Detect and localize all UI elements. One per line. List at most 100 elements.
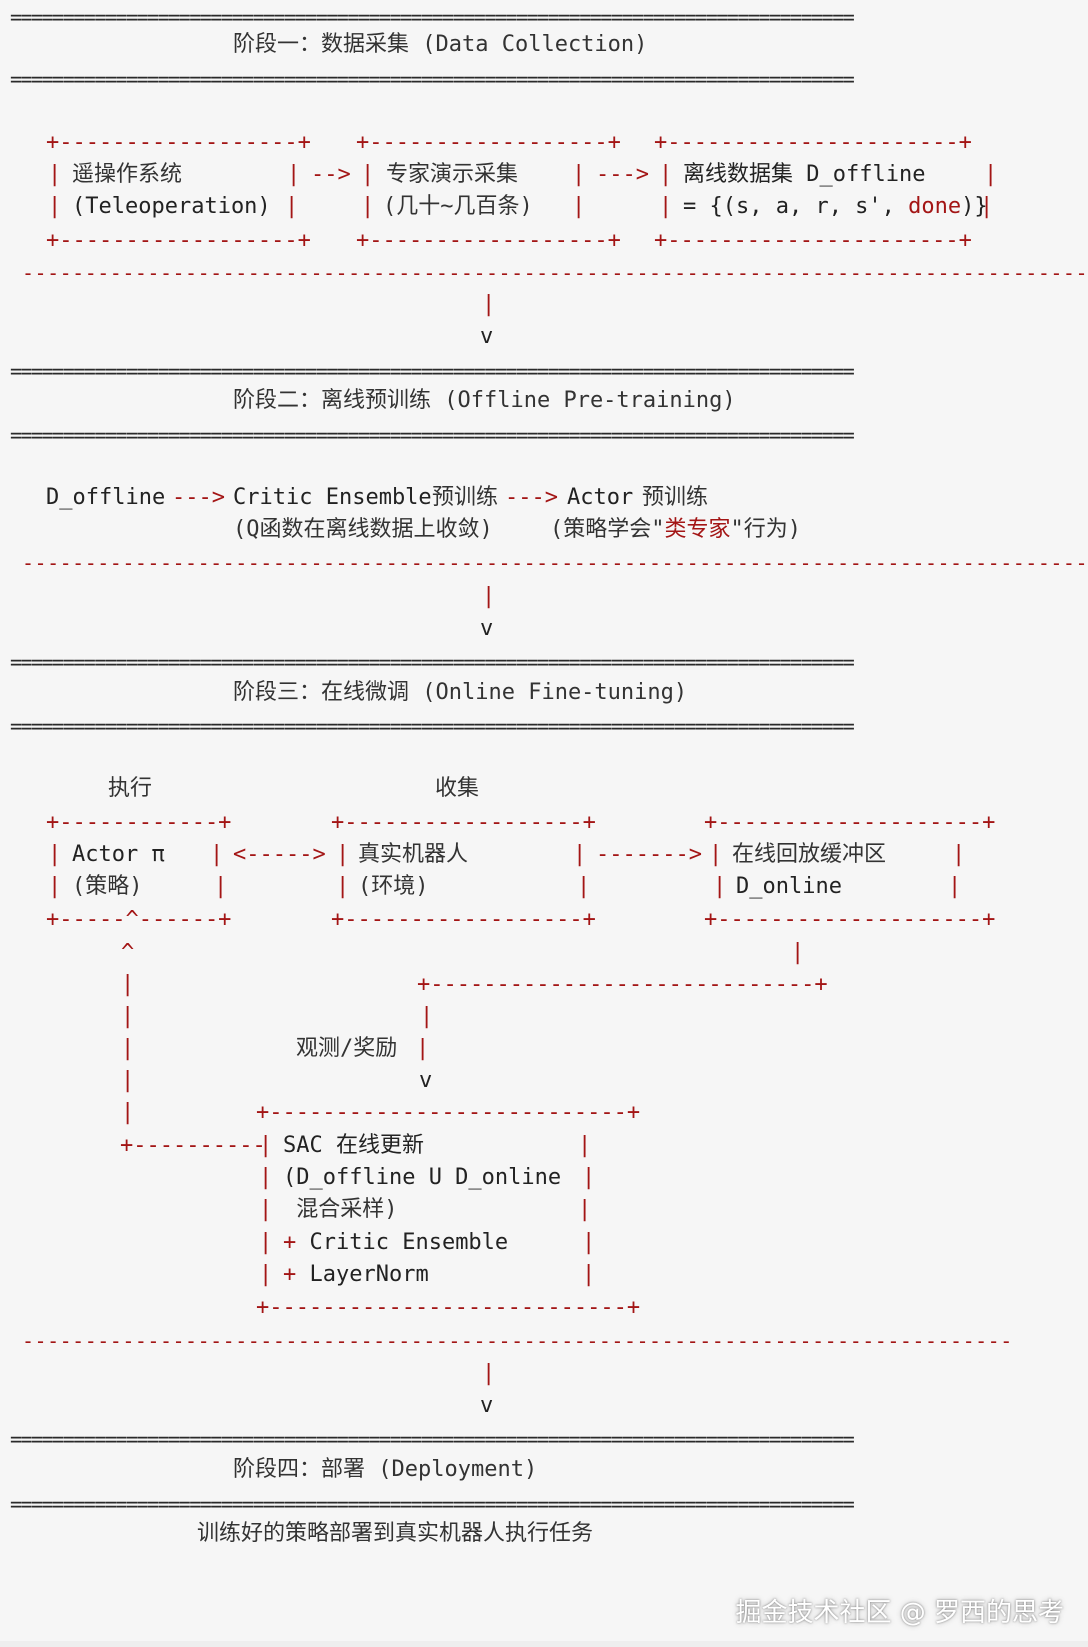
teleop-label: 遥操作系统 (72, 162, 183, 187)
replay-buffer-label: 在线回放缓冲区 (732, 842, 887, 867)
d-offline-source: D_offline (46, 485, 166, 510)
box-edge: | (572, 162, 586, 187)
arrow: ---> (596, 162, 649, 187)
box-edge: | (572, 194, 586, 219)
box-border: +------------------+ (46, 130, 311, 155)
double-rule: ========================================… (10, 423, 855, 447)
box-border: +--------------------+ (704, 907, 996, 932)
critic-ensemble-label: Critic Ensemble (233, 485, 432, 510)
sac-critic-ensemble: + Critic Ensemble (283, 1230, 509, 1255)
real-robot-sub: (环境) (358, 874, 429, 899)
connector-bar: | (121, 1004, 135, 1029)
box-edge: | (259, 1197, 273, 1222)
double-rule: ========================================… (10, 359, 855, 383)
box-border: +--------------------+ (704, 810, 996, 835)
box-edge: | (48, 194, 62, 219)
box-edge: | (659, 194, 673, 219)
box-edge: | (952, 842, 966, 867)
box-edge: | (259, 1262, 273, 1287)
box-edge: | (259, 1165, 273, 1190)
box-border: +------------+ (46, 810, 232, 835)
real-robot-label: 真实机器人 (358, 842, 469, 867)
down-arrow-bar: | (482, 292, 496, 317)
arrow: -------> (596, 842, 702, 867)
box-edge: | (984, 162, 998, 187)
bidirectional-arrow: <-----> (233, 842, 326, 867)
stage2-title: 阶段二：离线预训练 (Offline Pre-training) (233, 388, 736, 413)
box-edge: | (709, 842, 723, 867)
box-edge: | (214, 874, 228, 899)
box-border: +------------------+ (331, 907, 596, 932)
offline-dataset-tuple: = {(s, a, r, s', done)} (683, 194, 988, 219)
down-arrow-head: v (419, 1068, 433, 1093)
connector-bar: | (121, 1068, 135, 1093)
connector-bar: | (121, 1100, 135, 1125)
double-rule: ========================================… (10, 67, 855, 91)
connector-bar: | (420, 1004, 434, 1029)
box-border: +------------------+ (46, 228, 311, 253)
connector-bar: | (791, 940, 805, 965)
down-arrow-head: v (480, 1393, 494, 1418)
actor-label: Actor (567, 485, 634, 510)
dashed-rule: ----------------------------------------… (22, 1329, 1013, 1353)
box-border: +---------------------------+ (256, 1100, 641, 1125)
loop-line: +-----------------------------+ (417, 972, 828, 997)
box-border: +---------------------------+ (256, 1295, 641, 1320)
box-edge: | (285, 194, 299, 219)
box-edge: | (582, 1230, 596, 1255)
down-arrow-head: v (480, 616, 494, 641)
arrow: ---> (505, 485, 558, 510)
sac-mixed-sampling: 混合采样) (283, 1197, 398, 1222)
dashed-rule: ----------------------------------------… (22, 551, 1088, 575)
connector-bar: | (416, 1036, 430, 1061)
collect-label: 收集 (435, 776, 480, 801)
box-edge: | (573, 842, 587, 867)
stage4-title: 阶段四：部署 (Deployment) (233, 1457, 538, 1482)
actor-sub: (策略) (72, 874, 143, 899)
double-rule: ========================================… (10, 714, 855, 738)
actor-note: (策略学会"类专家"行为) (550, 517, 802, 542)
observation-reward-label: 观测/奖励 (296, 1036, 398, 1061)
deployment-note: 训练好的策略部署到真实机器人执行任务 (197, 1521, 594, 1546)
double-rule: ========================================… (10, 1427, 855, 1451)
box-border: +----------------------+ (654, 228, 972, 253)
double-rule: ========================================… (10, 650, 855, 674)
box-border: +----------------------+ (654, 130, 972, 155)
arrow: --> (311, 162, 351, 187)
box-edge: | (48, 162, 62, 187)
connector-bar: | (121, 972, 135, 997)
up-arrow-head: ^ (121, 940, 135, 965)
double-rule: ========================================… (10, 5, 855, 29)
connector-bar: | (121, 1036, 135, 1061)
box-border: +------------------+ (356, 228, 621, 253)
box-edge: | (48, 842, 62, 867)
box-edge: | (659, 162, 673, 187)
box-edge: | (336, 874, 350, 899)
box-edge: | (577, 874, 591, 899)
actor-pi-label: Actor π (72, 842, 165, 867)
down-arrow-head: v (480, 324, 494, 349)
sac-mixed-data: (D_offline U D_online (283, 1165, 562, 1190)
expert-demo-label: 专家演示采集 (386, 162, 519, 187)
box-edge: | (259, 1133, 273, 1158)
box-border: +-----^------+ (46, 907, 232, 932)
box-border: +------------------+ (356, 130, 621, 155)
d-online-label: D_online (736, 874, 842, 899)
sac-layernorm: + LayerNorm (283, 1262, 429, 1287)
expert-demo-sub: (几十~几百条) (383, 194, 533, 219)
box-edge: | (578, 1197, 592, 1222)
box-edge: | (582, 1262, 596, 1287)
box-border: +------------------+ (331, 810, 596, 835)
box-edge: | (578, 1133, 592, 1158)
box-edge: | (361, 194, 375, 219)
critic-note: (Q函数在离线数据上收敛) (233, 517, 493, 542)
box-edge: | (48, 874, 62, 899)
down-arrow-bar: | (482, 1361, 496, 1386)
sac-update-label: SAC 在线更新 (283, 1133, 424, 1158)
box-edge: | (980, 194, 994, 219)
offline-dataset-label: 离线数据集 D_offline (683, 162, 926, 187)
box-edge: | (287, 162, 301, 187)
stage1-title: 阶段一：数据采集 (Data Collection) (233, 32, 648, 57)
dashed-rule: ----------------------------------------… (22, 261, 1088, 285)
